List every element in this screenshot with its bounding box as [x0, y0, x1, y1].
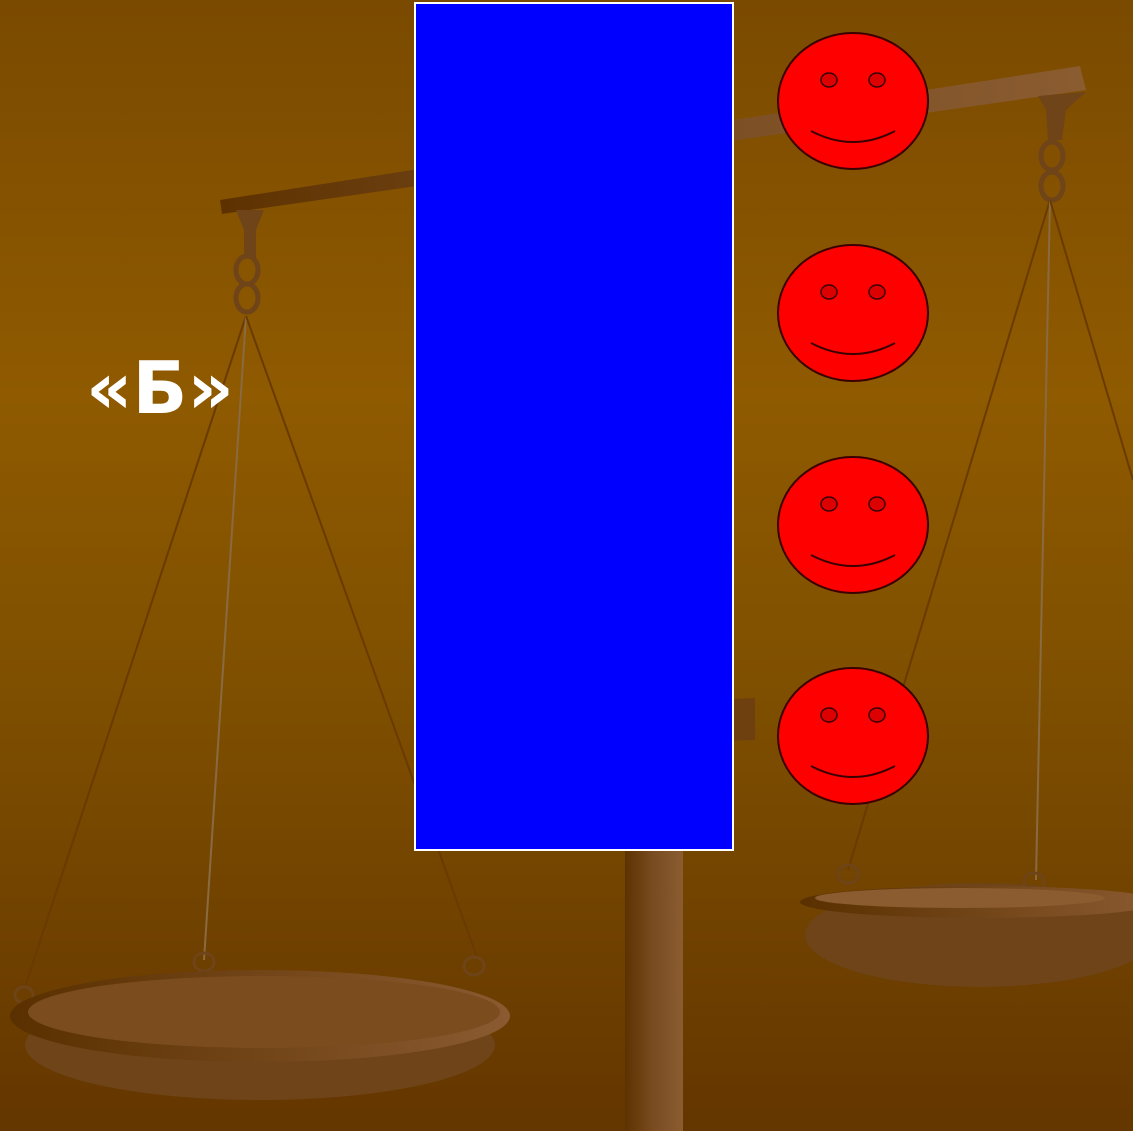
smiley-face-icon[interactable] [776, 243, 930, 383]
blue-card[interactable] [414, 2, 734, 851]
letter-label: «Б» [86, 352, 234, 424]
smiley-face-icon[interactable] [776, 31, 930, 171]
smiley-face-icon[interactable] [776, 666, 930, 806]
smiley-face-icon[interactable] [776, 455, 930, 595]
